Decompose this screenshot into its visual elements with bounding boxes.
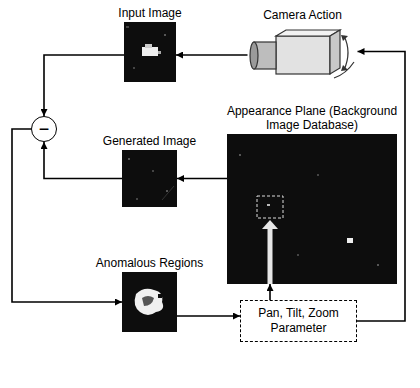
- image-texture: [122, 272, 177, 332]
- node-label: Input Image: [100, 6, 200, 20]
- image-texture: [124, 22, 176, 82]
- flow-arrow: [177, 315, 240, 317]
- flow-arrow: [12, 129, 122, 302]
- image-frame: [122, 272, 177, 332]
- flow-arrow: [177, 178, 227, 180]
- camera-area: [248, 24, 358, 79]
- image-node: Input Image: [100, 6, 200, 82]
- subtract-circle: −: [31, 116, 57, 142]
- node-label: Appearance Plane (Background Image Datab…: [224, 104, 400, 132]
- camera-symbol: [250, 30, 354, 78]
- image-texture: [227, 134, 397, 284]
- flow-arrow: [269, 284, 271, 300]
- node-label: Camera Action: [245, 8, 360, 22]
- parameter-box: Pan, Tilt, Zoom Parameter: [240, 300, 357, 342]
- image-node: Generated Image: [90, 134, 210, 207]
- node-label: Generated Image: [90, 134, 210, 148]
- image-node: Anomalous Regions: [85, 256, 215, 332]
- camera-node: Camera Action: [245, 8, 360, 79]
- node-label: −: [39, 120, 50, 138]
- flow-arrow: [176, 54, 248, 56]
- node-label: Anomalous Regions: [85, 256, 215, 270]
- image-node: Appearance Plane (Background Image Datab…: [224, 104, 400, 284]
- image-frame: [227, 134, 397, 284]
- image-texture: [122, 150, 177, 207]
- image-frame: [122, 150, 177, 207]
- node-label: Pan, Tilt, Zoom Parameter: [247, 306, 350, 336]
- image-frame: [124, 22, 176, 82]
- flow-arrow: [44, 55, 124, 116]
